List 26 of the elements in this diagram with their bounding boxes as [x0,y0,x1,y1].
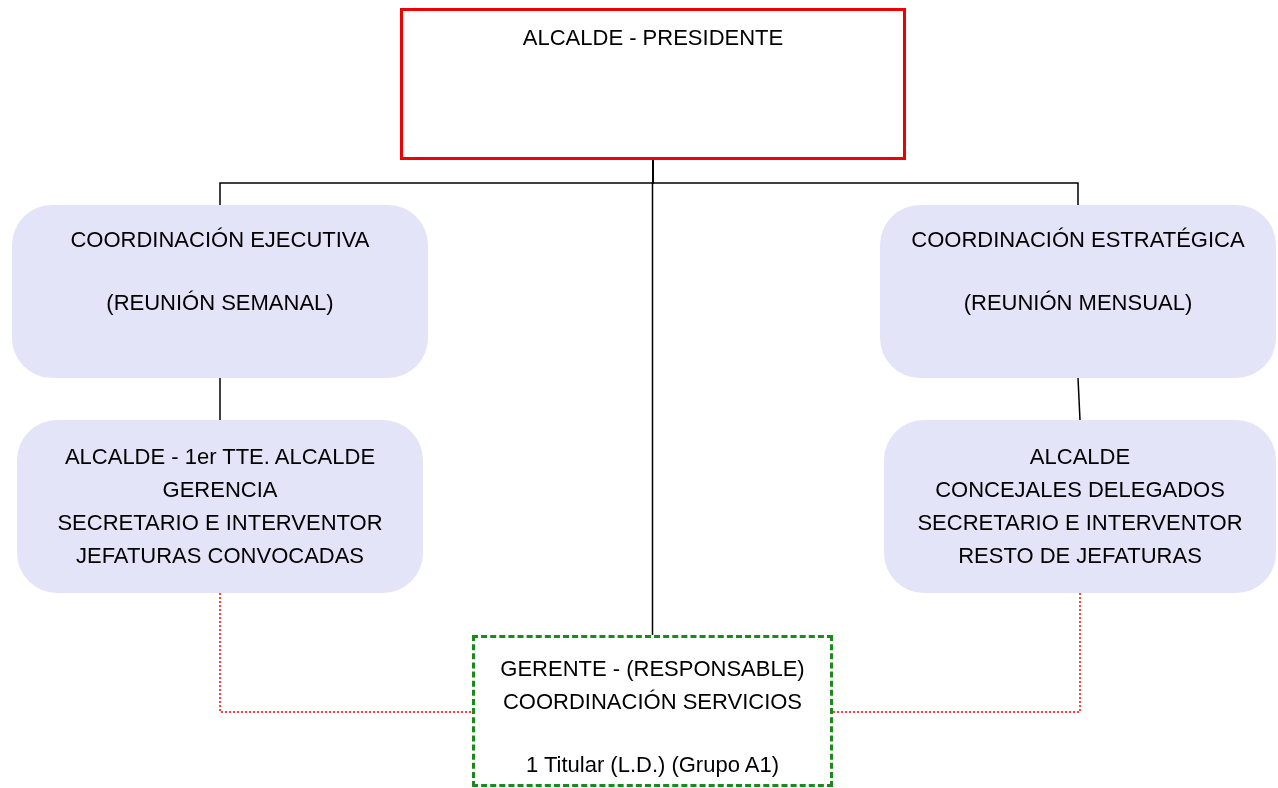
node-text: 1 Titular (L.D.) (Grupo A1) [525,751,780,779]
head-box [400,8,906,160]
dotted-connector [219,592,473,713]
node-text: ALCALDE - 1er TTE. ALCALDE [64,443,376,471]
node-text: GERENCIA [162,476,278,504]
rounded-box [12,205,428,378]
rounded-box [884,420,1276,593]
dashed-box [472,635,833,787]
node-text: ALCALDE - PRESIDENTE [522,24,784,52]
node-text: JEFATURAS CONVOCADAS [75,542,365,570]
node-text: CONCEJALES DELEGADOS [935,476,1225,504]
rounded-box [880,205,1276,378]
node-text: COORDINACIÓN ESTRATÉGICA [911,226,1245,254]
node-text: SECRETARIO E INTERVENTOR [57,509,383,537]
node-text: SECRETARIO E INTERVENTOR [917,509,1243,537]
node-text: RESTO DE JEFATURAS [958,542,1202,570]
connector-line [651,159,654,636]
node-text: (REUNIÓN MENSUAL) [963,289,1193,317]
rounded-box [17,420,423,593]
dotted-connector [832,592,1081,713]
node-text: GERENTE - (RESPONSABLE) COORDINACIÓN SERVICIOS [499,655,806,716]
connector-line [219,377,221,421]
node-text: COORDINACIÓN EJECUTIVA [70,226,370,254]
connector-line [1077,377,1081,421]
node-text: ALCALDE [1029,443,1131,471]
node-text: (REUNIÓN SEMANAL) [106,289,334,317]
